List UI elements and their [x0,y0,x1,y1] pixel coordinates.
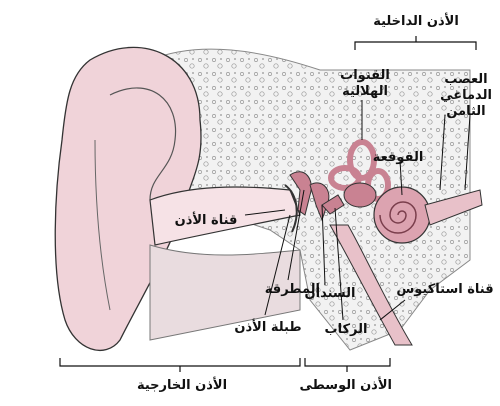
eardrum-label: طبلة الأذن [234,320,302,335]
stirrup-label: الركاب [324,322,368,337]
lower-tissue [149,244,301,341]
cochlea-label: القوقعة [372,150,424,165]
cochlea-spiral [379,201,417,234]
cochlea-shape [373,186,431,244]
eustachian-tube-shape [329,224,413,346]
brackets [59,36,477,372]
anvil-shape [309,182,330,222]
semicircular-canals-label-2: الهلالية [342,84,388,99]
vestibule [343,182,377,208]
stirrup-shape [321,194,345,215]
outer-ear-label: الأذن الخارجية [136,378,228,393]
pinna-inner-fold [94,139,111,311]
anvil-label: السندان [304,286,356,301]
middle-ear-label: الأذن الوسطى [299,378,392,393]
nerve-shape [424,189,483,226]
nerve-label-3: الثامن [446,104,486,119]
nerve-label-2: الدماغي [440,88,492,103]
temporal-bone [149,48,471,351]
nerve-label-1: العصب [444,72,488,87]
inner-ear-label: الأذن الداخلية [373,14,459,29]
semicircular-canal-2 [328,165,362,191]
pinna [54,46,202,351]
eustachian-tube-label: قناة استاكيوس [396,282,494,297]
hammer-label: المطرقة [264,282,320,297]
semicircular-canals-label-1: القنوات [340,68,390,83]
pinna-fold [109,87,177,201]
eardrum-shape [284,184,298,233]
ear-canal-label: قناة الأذن [174,213,238,228]
leader-lines [244,100,471,321]
